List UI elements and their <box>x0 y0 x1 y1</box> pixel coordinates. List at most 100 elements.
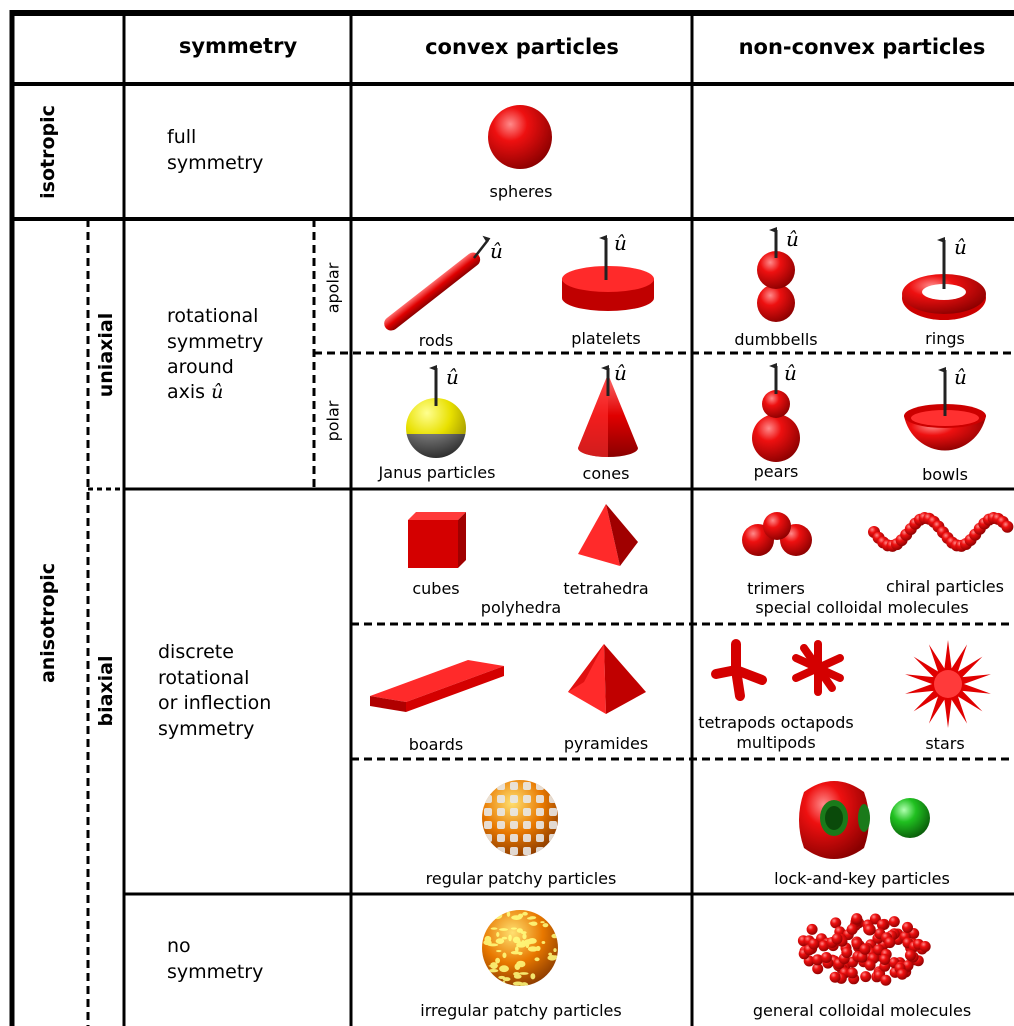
cluster-bead <box>860 971 872 983</box>
patch <box>512 951 523 955</box>
patch <box>535 945 541 951</box>
patch <box>488 969 499 973</box>
label-boards: boards <box>408 735 464 754</box>
row-label-uniaxial: uniaxial <box>95 312 117 398</box>
cluster-bead <box>820 952 832 963</box>
cluster-bead <box>876 919 888 931</box>
patch <box>520 931 527 935</box>
cluster-bead <box>864 959 876 971</box>
label-irregular-patchy-particles: irregular patchy particles <box>420 1001 622 1020</box>
patch <box>502 980 506 985</box>
patch <box>520 982 529 986</box>
label-polyhedra: polyhedra <box>480 598 562 617</box>
label-rods: rods <box>418 331 454 350</box>
patch <box>496 949 502 953</box>
patch <box>530 973 536 980</box>
label-tetrahedra: tetrahedra <box>563 579 649 598</box>
patch <box>484 808 492 816</box>
cluster-bead <box>879 954 891 965</box>
cluster-bead <box>904 949 916 961</box>
patch <box>548 952 553 956</box>
cluster-bead <box>812 954 824 966</box>
lock-and-key-figure <box>799 781 930 859</box>
label-trimers: trimers <box>747 579 805 598</box>
patch <box>484 834 492 842</box>
patch <box>518 972 529 975</box>
patch <box>510 847 518 855</box>
platelets-axis-symbol: û <box>614 231 627 255</box>
symmetry-axis-word: axis <box>167 381 206 403</box>
label-pyramides: pyramides <box>563 734 649 753</box>
patch <box>484 935 492 943</box>
patch <box>523 808 531 816</box>
patch <box>484 795 492 803</box>
label-cubes: cubes <box>412 579 460 598</box>
patch <box>487 976 492 979</box>
patch <box>497 795 505 803</box>
patch <box>513 974 522 979</box>
cluster-bead <box>880 974 892 986</box>
patch <box>506 911 511 917</box>
patch <box>510 821 518 829</box>
label-cones: cones <box>582 464 630 483</box>
symmetry-full: full symmetry <box>167 126 264 174</box>
label-dumbbells: dumbbells <box>734 330 818 349</box>
general-colloidal-molecule-figure <box>797 913 931 986</box>
dumbbells-axis-symbol: û <box>786 227 799 251</box>
patch <box>497 834 505 842</box>
patch <box>527 938 537 944</box>
label-chiral-particles: chiral particles <box>886 577 1004 596</box>
patch <box>536 834 544 842</box>
label-janus-particles: Janus particles <box>378 463 496 482</box>
patch <box>482 920 491 927</box>
header-convex-particles: convex particles <box>425 35 619 59</box>
patch <box>510 834 518 842</box>
patch <box>499 965 509 973</box>
patch <box>490 927 498 930</box>
patch <box>525 941 530 949</box>
patch <box>523 782 531 790</box>
patch <box>502 952 507 959</box>
patch <box>516 942 527 948</box>
symmetry-discrete: discrete rotational or inflection symmet… <box>158 641 272 740</box>
patch <box>495 938 505 944</box>
cluster-bead <box>831 933 843 945</box>
label-bowls: bowls <box>922 465 968 484</box>
patch <box>541 940 546 945</box>
patch <box>522 933 527 940</box>
axis-symbol-u-hat: û <box>211 381 224 403</box>
patch <box>549 821 557 829</box>
label-stars: stars <box>925 734 965 753</box>
dumbbell-figure <box>757 227 795 322</box>
patch <box>512 936 521 944</box>
cluster-bead <box>812 963 824 975</box>
patch <box>536 847 544 855</box>
helix-bead <box>1001 520 1014 533</box>
patch <box>527 946 539 952</box>
patch <box>493 983 500 986</box>
cluster-bead <box>808 938 820 950</box>
patch <box>523 847 531 855</box>
label-tetrapods-octapods: tetrapods octapods <box>698 713 854 732</box>
cone-figure <box>578 365 638 457</box>
cluster-bead <box>846 923 858 935</box>
patch <box>494 913 499 916</box>
patch <box>510 795 518 803</box>
patch <box>549 795 557 803</box>
cluster-bead <box>888 916 900 928</box>
sphere-figure <box>488 105 552 169</box>
chiral-particle-figure <box>868 512 1014 552</box>
patch <box>549 834 557 842</box>
cluster-bead <box>884 937 896 949</box>
patch <box>523 834 531 842</box>
rod-figure <box>384 235 491 331</box>
patch <box>548 973 558 979</box>
patch <box>490 962 498 969</box>
bowl-figure <box>904 367 986 451</box>
irregular-patchy-particle-figure <box>482 910 558 986</box>
tetrahedron-figure <box>578 504 638 566</box>
label-platelets: platelets <box>571 329 641 348</box>
row-label-anisotropic: anisotropic <box>37 562 59 684</box>
patch <box>536 821 544 829</box>
